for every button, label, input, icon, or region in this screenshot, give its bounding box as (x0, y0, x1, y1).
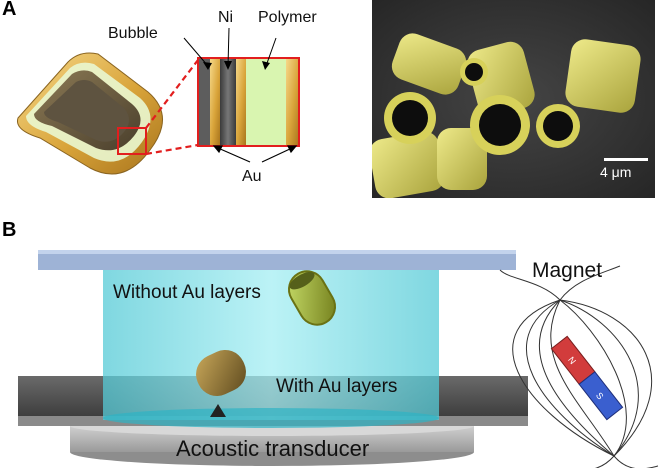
label-au: Au (242, 168, 262, 185)
label-without-au: Without Au layers (113, 282, 261, 303)
water-chamber (103, 262, 439, 420)
label-transducer: Acoustic transducer (176, 436, 370, 461)
setup-illustration: N S (18, 250, 659, 468)
zoom-line-bottom (145, 143, 199, 156)
sem-image: 4 μm (372, 0, 655, 198)
panel-a-letter: A (2, 0, 17, 20)
magnet-n-label: N (566, 355, 578, 366)
cross-section (197, 57, 300, 147)
label-ni: Ni (218, 9, 234, 26)
scale-bar-label: 4 μm (600, 164, 632, 180)
capsule-with-au (196, 349, 246, 417)
panel-b-letter: B (2, 219, 17, 241)
arrow-polymer (262, 61, 270, 70)
label-bubble: Bubble (108, 25, 158, 42)
label-pointers (183, 27, 277, 67)
top-slide (38, 250, 516, 270)
zoom-source-box (117, 127, 147, 155)
magnet-s-label: S (594, 391, 606, 402)
capsule-body (16, 52, 163, 175)
zoom-line-top (145, 59, 199, 129)
scale-bar-line (604, 158, 648, 161)
magnet: N S (550, 335, 624, 421)
label-with-au: With Au layers (276, 376, 398, 397)
water-bottom (103, 408, 439, 428)
au-arrows (212, 145, 298, 163)
arrow-ni (224, 61, 232, 70)
label-polymer: Polymer (258, 9, 317, 26)
capsule-without-au (288, 270, 336, 326)
tube-illustration (16, 27, 300, 175)
arrow-bubble (203, 62, 212, 70)
sem-micrograph (372, 0, 655, 198)
magnet-south (578, 371, 624, 421)
magnetic-field-lines (499, 265, 659, 468)
label-magnet: Magnet (532, 259, 603, 282)
